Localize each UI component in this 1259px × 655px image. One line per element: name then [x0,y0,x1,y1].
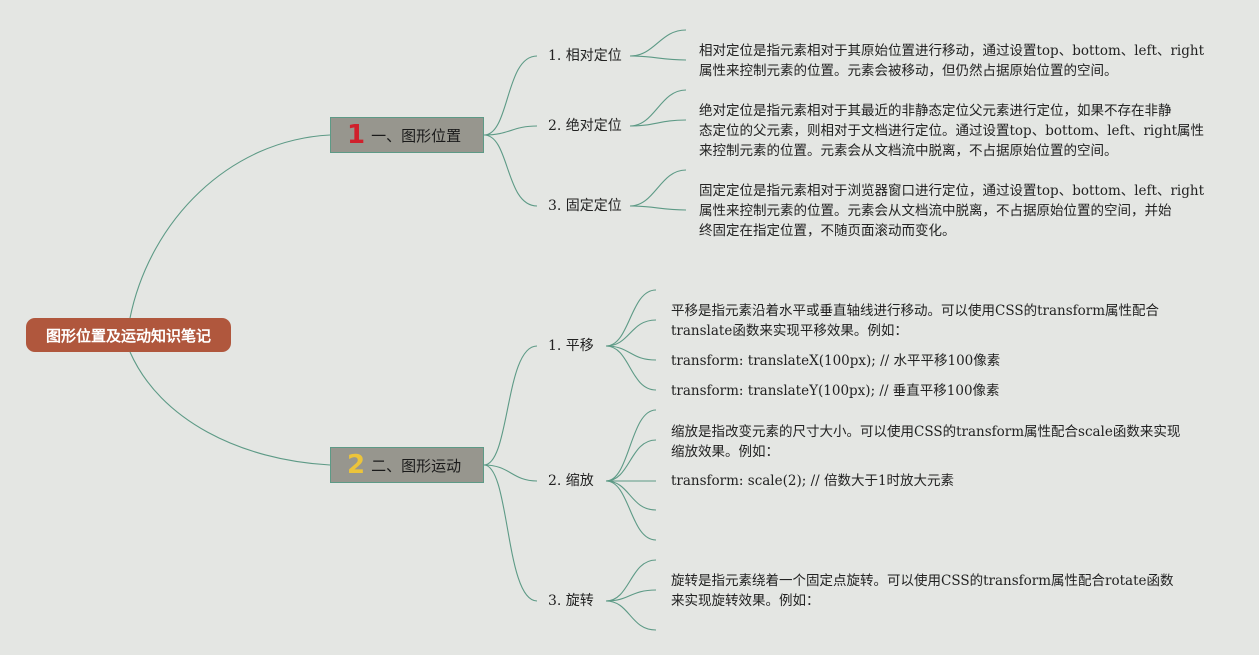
link-s1-i1-note-b [629,55,687,61]
link-s2-item-3 [483,464,538,602]
link-s2-i3-note-c [605,600,657,631]
section-topic-motion[interactable]: 2 二、图形运动 [330,447,484,483]
link-s2-item-1 [483,345,538,466]
link-s2-i2-note-e [605,480,657,541]
topic-scale[interactable]: 2. 缩放 [548,473,594,489]
note-line: transform: translateY(100px); // 垂直平移100… [671,383,1000,399]
note-rotate-desc[interactable]: 旋转是指元素绕着一个固定点旋转。可以使用CSS的transform属性配合rot… [671,571,1174,611]
note-line: 来控制元素的位置。元素会从文档流中脱离，不占据原始位置的空间。 [699,143,1118,159]
section-topic-label: 二、图形运动 [371,456,462,475]
link-s1-i2-note-a [629,89,687,127]
root-topic-label: 图形位置及运动知识笔记 [45,326,211,345]
note-line: transform: scale(2); // 倍数大于1时放大元素 [671,473,955,489]
topic-translate[interactable]: 1. 平移 [548,338,594,354]
link-s1-i3-note-a [629,169,687,207]
topic-absolute-positioning[interactable]: 2. 绝对定位 [548,118,622,134]
link-s2-i1-note-d [605,345,657,391]
note-line: 来实现旋转效果。例如： [671,593,820,609]
note-line: 属性来控制元素的位置。元素会从文档流中脱离，不占据原始位置的空间，并始 [699,203,1172,219]
link-s1-i2-note-b [629,119,687,127]
link-s2-i1-note-a [605,289,657,347]
note-line: transform: translateX(100px); // 水平平移100… [671,353,1001,369]
link-s1-i1-note-a [629,29,687,57]
link-s2-i1-note-b [605,319,657,347]
note-line: translate函数来实现平移效果。例如： [671,323,908,339]
link-s2-item-2 [483,464,538,482]
link-s1-i3-note-b [629,205,687,211]
topic-relative-positioning[interactable]: 1. 相对定位 [548,48,622,64]
section-topic-label: 一、图形位置 [371,126,462,145]
note-line: 态定位的父元素，则相对于文档进行定位。通过设置top、bottom、left、r… [699,123,1205,139]
note-scale-desc[interactable]: 缩放是指改变元素的尺寸大小。可以使用CSS的transform属性配合scale… [671,422,1180,462]
note-relative-positioning[interactable]: 相对定位是指元素相对于其原始位置进行移动，通过设置top、bottom、left… [699,41,1204,81]
topic-rotate[interactable]: 3. 旋转 [548,593,594,609]
root-topic[interactable]: 图形位置及运动知识笔记 [26,318,231,352]
note-scale-example[interactable]: transform: scale(2); // 倍数大于1时放大元素 [671,471,954,491]
note-line: 绝对定位是指元素相对于其最近的非静态定位父元素进行定位，如果不存在非静 [699,103,1172,119]
link-s1-item-2 [483,125,538,136]
note-line: 缩放效果。例如： [671,444,779,460]
link-s1-item-3 [483,134,538,207]
section-number-badge: 1 [347,120,366,150]
note-line: 相对定位是指元素相对于其原始位置进行移动，通过设置top、bottom、left… [699,43,1205,59]
note-translate-x[interactable]: transform: translateX(100px); // 水平平移100… [671,351,1000,371]
link-s2-i3-note-b [605,589,657,602]
topic-fixed-positioning[interactable]: 3. 固定定位 [548,198,622,214]
link-s2-i2-note-d [605,480,657,511]
note-translate-y[interactable]: transform: translateY(100px); // 垂直平移100… [671,381,1000,401]
note-line: 属性来控制元素的位置。元素会被移动，但仍然占据原始位置的空间。 [699,63,1118,79]
section-topic-position[interactable]: 1 一、图形位置 [330,117,484,153]
note-line: 终固定在指定位置，不随页面滚动而变化。 [699,223,956,239]
note-line: 旋转是指元素绕着一个固定点旋转。可以使用CSS的transform属性配合rot… [671,573,1174,589]
link-s2-i3-note-a [605,559,657,602]
note-line: 缩放是指改变元素的尺寸大小。可以使用CSS的transform属性配合scale… [671,424,1181,440]
note-line: 固定定位是指元素相对于浏览器窗口进行定位，通过设置top、bottom、left… [699,183,1205,199]
note-translate-desc[interactable]: 平移是指元素沿着水平或垂直轴线进行移动。可以使用CSS的transform属性配… [671,301,1159,341]
link-s1-item-1 [483,55,538,136]
link-root-section-1 [129,134,331,319]
note-fixed-positioning[interactable]: 固定定位是指元素相对于浏览器窗口进行定位，通过设置top、bottom、left… [699,181,1204,241]
note-absolute-positioning[interactable]: 绝对定位是指元素相对于其最近的非静态定位父元素进行定位，如果不存在非静 态定位的… [699,101,1204,161]
note-line: 平移是指元素沿着水平或垂直轴线进行移动。可以使用CSS的transform属性配… [671,303,1160,319]
link-root-section-2 [129,351,331,466]
link-s2-i2-note-b [605,439,657,482]
section-number-badge: 2 [347,450,366,480]
link-s2-i2-note-a [605,409,657,482]
